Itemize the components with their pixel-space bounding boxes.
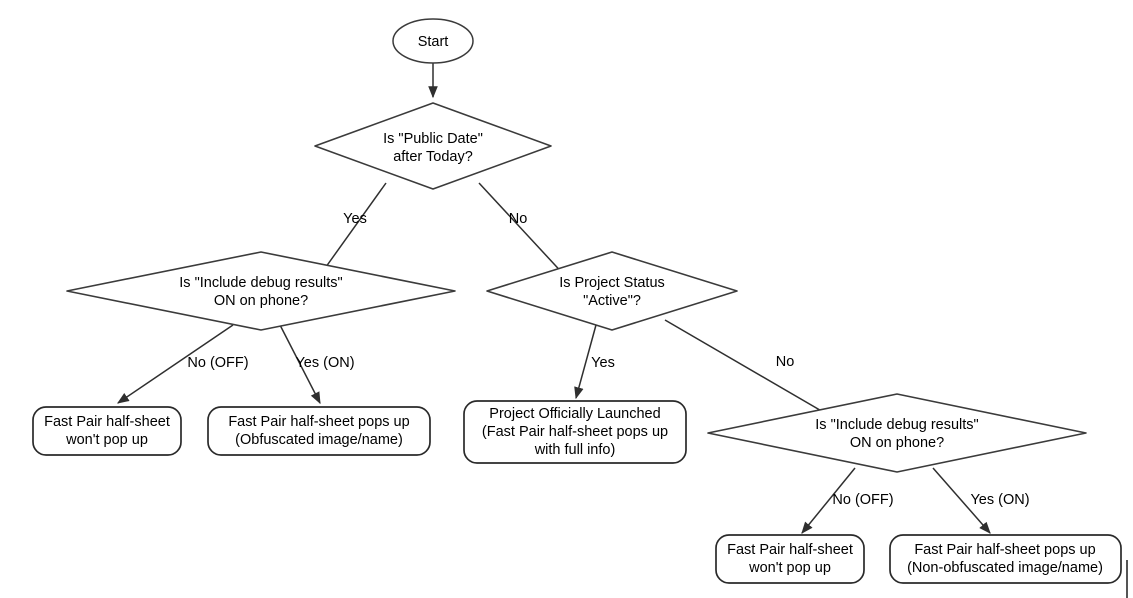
edge-debug-right-no: No (OFF) bbox=[801, 467, 894, 534]
node-right-on-line1: Fast Pair half-sheet pops up bbox=[914, 542, 1095, 558]
debug-left-diamond-shape[interactable] bbox=[66, 251, 456, 331]
edge-debug-left-yes: Yes (ON) bbox=[279, 324, 355, 405]
node-decision-public-date[interactable]: Is "Public Date" after Today? bbox=[314, 102, 552, 190]
edge-label-no-off-left: No (OFF) bbox=[187, 355, 248, 371]
right-on-box-shape[interactable] bbox=[889, 534, 1122, 584]
right-off-box-shape[interactable] bbox=[715, 534, 865, 584]
edge-public-date-no: No bbox=[478, 182, 568, 279]
node-left-on-line1: Fast Pair half-sheet pops up bbox=[228, 414, 409, 430]
public-date-diamond-shape[interactable] bbox=[314, 102, 552, 190]
debug-right-diamond-shape[interactable] bbox=[707, 393, 1087, 473]
node-debug-right-line2: ON on phone? bbox=[850, 435, 944, 451]
node-right-off-line1: Fast Pair half-sheet bbox=[727, 542, 853, 558]
edge-label-yes-project-status: Yes bbox=[591, 355, 615, 371]
node-project-status-line1: Is Project Status bbox=[559, 275, 665, 291]
edge-label-no-off-right: No (OFF) bbox=[832, 492, 893, 508]
node-terminal-right-on[interactable]: Fast Pair half-sheet pops up (Non-obfusc… bbox=[889, 534, 1122, 584]
edge-debug-left-no: No (OFF) bbox=[117, 324, 249, 404]
node-start[interactable]: Start bbox=[392, 18, 474, 64]
node-left-off-line2: won't pop up bbox=[65, 432, 148, 448]
left-off-box-shape[interactable] bbox=[32, 406, 182, 456]
edge-label-no-project-status: No bbox=[776, 354, 795, 370]
node-terminal-left-off[interactable]: Fast Pair half-sheet won't pop up bbox=[32, 406, 182, 456]
node-debug-left-line2: ON on phone? bbox=[214, 293, 308, 309]
node-project-status-line2: "Active"? bbox=[583, 293, 641, 309]
start-ellipse-shape[interactable] bbox=[392, 18, 474, 64]
node-left-on-line2: (Obfuscated image/name) bbox=[235, 432, 403, 448]
edges-layer: debug left --> Yes project status --> No… bbox=[117, 63, 1030, 534]
node-terminal-right-off[interactable]: Fast Pair half-sheet won't pop up bbox=[715, 534, 865, 584]
project-status-diamond-shape[interactable] bbox=[486, 251, 738, 331]
edge-label-yes-on-left: Yes (ON) bbox=[295, 355, 354, 371]
node-start-label: Start bbox=[418, 34, 449, 50]
node-decision-project-status[interactable]: Is Project Status "Active"? bbox=[486, 251, 738, 331]
node-launched-line2: (Fast Pair half-sheet pops up bbox=[482, 424, 668, 440]
edge-project-status-no: No bbox=[664, 319, 839, 421]
edge-public-date-yes: Yes bbox=[317, 182, 387, 279]
edge-debug-right-yes: Yes (ON) bbox=[932, 467, 1030, 534]
edge-project-status-yes: Yes bbox=[574, 324, 615, 400]
edge-label-no-public-date: No bbox=[509, 211, 528, 227]
node-public-date-line2: after Today? bbox=[393, 149, 473, 165]
node-decision-debug-right[interactable]: Is "Include debug results" ON on phone? bbox=[707, 393, 1087, 473]
left-on-box-shape[interactable] bbox=[207, 406, 431, 456]
node-right-off-line2: won't pop up bbox=[748, 560, 831, 576]
node-debug-right-line1: Is "Include debug results" bbox=[815, 417, 978, 433]
node-debug-left-line1: Is "Include debug results" bbox=[179, 275, 342, 291]
edge-label-yes-public-date: Yes bbox=[343, 211, 367, 227]
launched-box-shape[interactable] bbox=[463, 400, 687, 464]
node-launched-line1: Project Officially Launched bbox=[489, 406, 660, 422]
page-edge-artifact bbox=[1126, 560, 1128, 598]
node-terminal-launched[interactable]: Project Officially Launched (Fast Pair h… bbox=[463, 400, 687, 464]
nodes-layer: Start Is "Public Date" after Today? Is "… bbox=[32, 18, 1122, 584]
node-launched-line3: with full info) bbox=[534, 442, 616, 458]
node-left-off-line1: Fast Pair half-sheet bbox=[44, 414, 170, 430]
node-right-on-line2: (Non-obfuscated image/name) bbox=[907, 560, 1103, 576]
edge-label-yes-on-right: Yes (ON) bbox=[970, 492, 1029, 508]
node-decision-debug-left[interactable]: Is "Include debug results" ON on phone? bbox=[66, 251, 456, 331]
node-terminal-left-on[interactable]: Fast Pair half-sheet pops up (Obfuscated… bbox=[207, 406, 431, 456]
node-public-date-line1: Is "Public Date" bbox=[383, 131, 483, 147]
